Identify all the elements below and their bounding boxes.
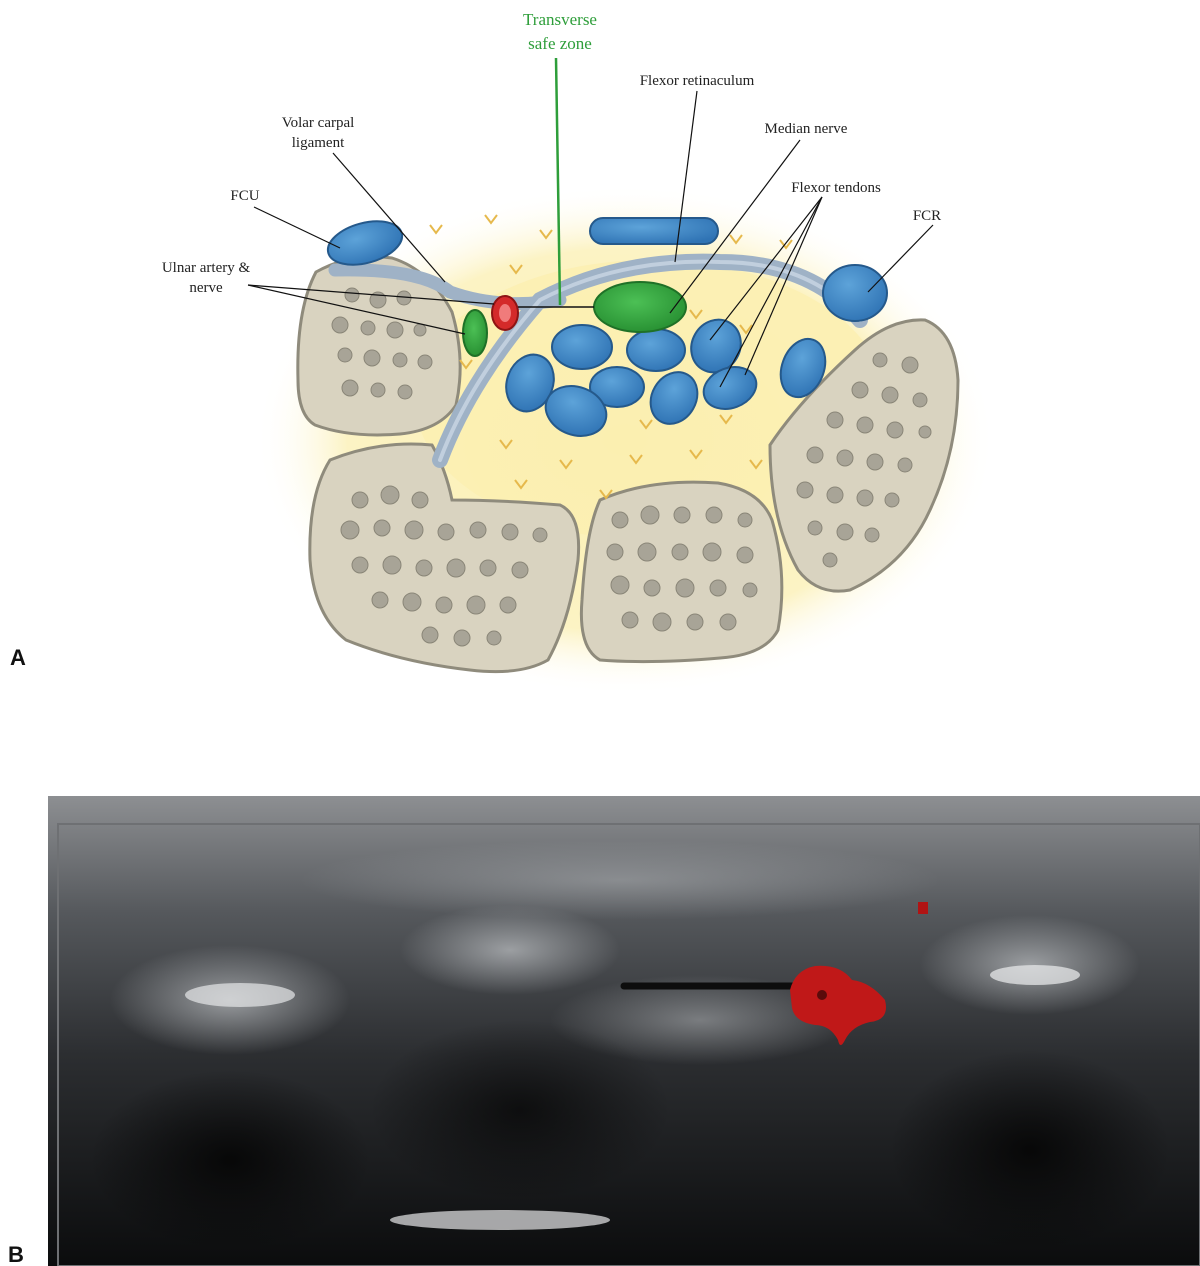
safe-zone-label-line1: Transverse: [523, 10, 597, 29]
ultrasound-image: [48, 796, 1200, 1266]
ulnar-label-line2: nerve: [189, 280, 223, 296]
flexor-tendon: [627, 329, 685, 371]
panel-b-letter: B: [8, 1242, 24, 1266]
ulnar-label-line1: Ulnar artery &: [162, 260, 251, 276]
fcr-label: FCR: [913, 208, 941, 224]
panel-a-letter: A: [10, 645, 26, 670]
fcr-tendon: [823, 265, 887, 321]
palmaris-tendon: [590, 218, 718, 244]
flexor-tendons-label: Flexor tendons: [791, 180, 881, 196]
ulnar-nerve: [463, 310, 487, 356]
safe-zone-label-line2: safe zone: [528, 34, 592, 53]
flexor-retinaculum-label: Flexor retinaculum: [640, 73, 755, 89]
median-nerve: [594, 282, 686, 332]
volar-carpal-label-line1: Volar carpal: [282, 115, 355, 131]
fcu-label: FCU: [230, 188, 259, 204]
wrist-cross-section-diagram: Transverse safe zone Flexor retinaculum …: [162, 10, 995, 695]
flexor-tendon: [552, 325, 612, 369]
doppler-dot: [918, 902, 928, 914]
volar-carpal-label-line2: ligament: [292, 135, 345, 151]
median-nerve-label: Median nerve: [765, 121, 848, 137]
